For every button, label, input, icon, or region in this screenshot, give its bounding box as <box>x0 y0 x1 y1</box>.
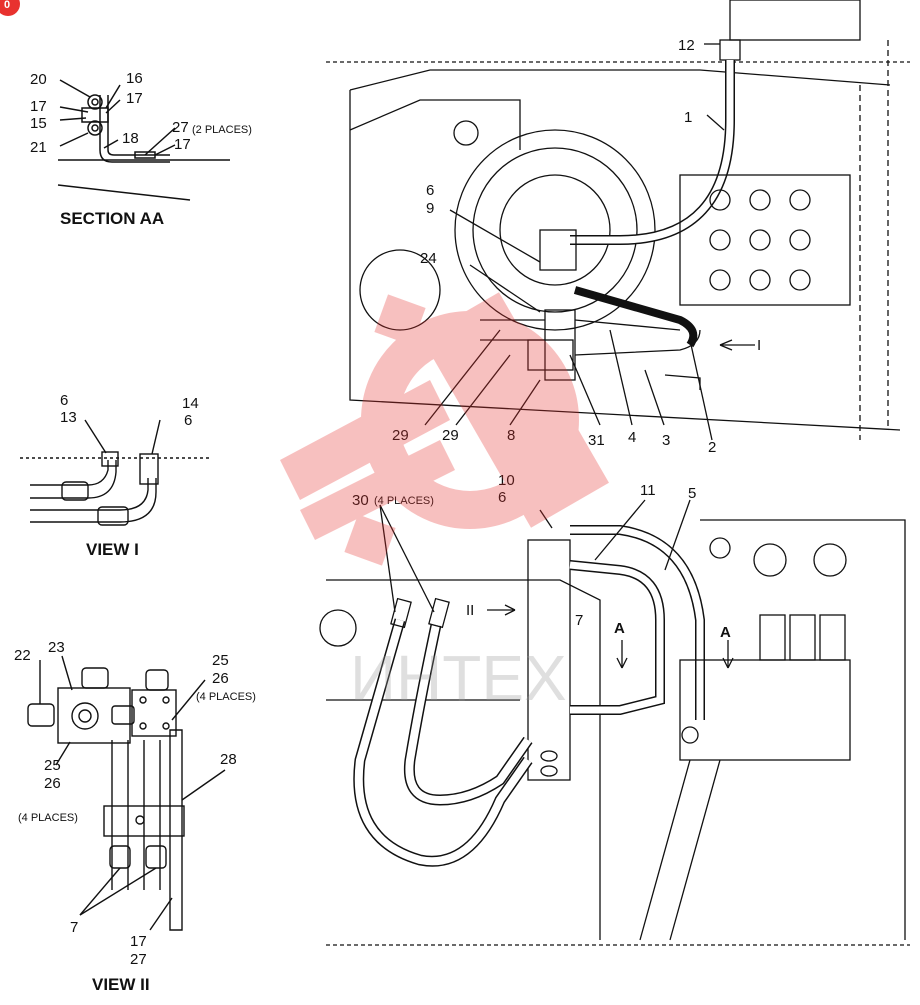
note-4-places-lower: (4 PLACES) <box>374 495 434 507</box>
callout-7: 7 <box>70 919 78 936</box>
callout-15: 15 <box>30 115 47 132</box>
view-ii-title: VIEW II <box>92 975 150 994</box>
upper-assembly-drawing <box>326 0 910 441</box>
note-4-places-left: (4 PLACES) <box>18 812 78 824</box>
note-4-places-right: (4 PLACES) <box>196 691 256 703</box>
callout-6: 6 <box>426 182 434 199</box>
callout-23: 23 <box>48 639 65 656</box>
callout-26: 26 <box>212 670 229 687</box>
corner-badge: 0 <box>0 0 20 16</box>
callout-4: 4 <box>628 429 636 446</box>
callout-13: 13 <box>60 409 77 426</box>
callout-26: 26 <box>44 775 61 792</box>
view-ii-drawing <box>27 655 226 931</box>
callout-17: 17 <box>130 933 147 950</box>
section-aa-view <box>57 79 230 201</box>
callout-6: 6 <box>498 489 506 506</box>
callout-10: 10 <box>498 472 515 489</box>
callout-25: 25 <box>44 757 61 774</box>
section-a-marker-left: A <box>614 620 625 637</box>
callout-18: 18 <box>122 130 139 147</box>
view-i-title: VIEW I <box>86 540 139 559</box>
callout-3: 3 <box>662 432 670 449</box>
callout-1: 1 <box>684 109 692 126</box>
section-aa-title: SECTION AA <box>60 209 164 228</box>
callout-29: 29 <box>442 427 459 444</box>
section-a-marker-right: A <box>720 624 731 641</box>
callout-9: 9 <box>426 200 434 217</box>
callout-6: 6 <box>184 412 192 429</box>
callout-31: 31 <box>588 432 605 449</box>
lower-assembly-drawing <box>319 499 910 946</box>
callout-6: 6 <box>60 392 68 409</box>
watermark: ИНТЕХ <box>280 292 609 714</box>
callout-25: 25 <box>212 652 229 669</box>
callout-22: 22 <box>14 647 31 664</box>
callout-7: 7 <box>575 612 583 629</box>
callout-27: 27 <box>172 119 189 136</box>
callout-17: 17 <box>30 98 47 115</box>
callout-17: 17 <box>174 136 191 153</box>
callout-16: 16 <box>126 70 143 87</box>
callout-5: 5 <box>688 485 696 502</box>
callout-17: 17 <box>126 90 143 107</box>
callout-14: 14 <box>182 395 199 412</box>
callout-8: 8 <box>507 427 515 444</box>
svg-text:0: 0 <box>4 0 10 11</box>
view-i-direction-marker: I <box>757 337 761 354</box>
note-2-places: (2 PLACES) <box>192 124 252 136</box>
callout-28: 28 <box>220 751 237 768</box>
view-i-drawing <box>20 419 210 526</box>
callout-21: 21 <box>30 139 47 156</box>
callout-12: 12 <box>678 37 695 54</box>
callout-11: 11 <box>640 482 656 499</box>
callout-20: 20 <box>30 71 47 88</box>
callout-2: 2 <box>708 439 716 456</box>
callout-29: 29 <box>392 427 409 444</box>
callout-24: 24 <box>420 250 437 267</box>
callout-30: 30 <box>352 492 369 509</box>
callout-27: 27 <box>130 951 147 968</box>
view-ii-direction-marker: II <box>466 602 474 619</box>
watermark-gear-logo <box>280 292 609 566</box>
watermark-text: ИНТЕХ <box>350 642 567 714</box>
